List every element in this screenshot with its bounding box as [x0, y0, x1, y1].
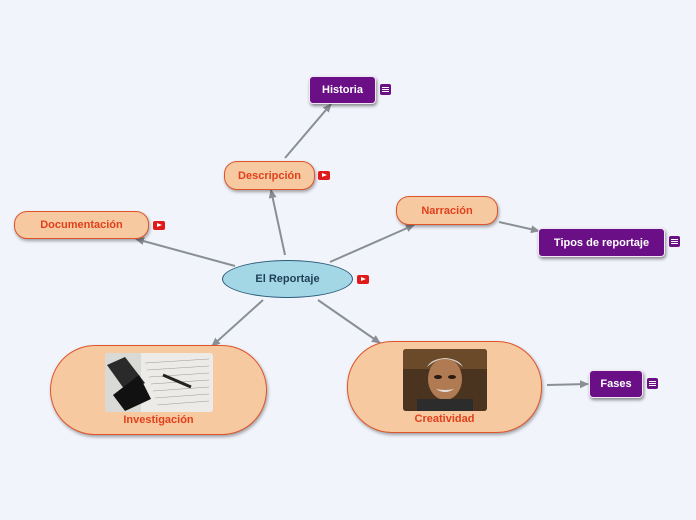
topic-descripcion[interactable]: Descripción [224, 161, 315, 190]
topic-documentacion[interactable]: Documentación [14, 211, 149, 239]
link-narracion-tipos [498, 221, 540, 234]
topic-fases[interactable]: Fases [589, 370, 643, 398]
link-central-creatividad [317, 299, 381, 344]
youtube-icon[interactable] [357, 275, 369, 284]
link-central-narracion [329, 224, 415, 263]
topic-descripcion-label: Descripción [238, 169, 301, 182]
topic-creatividad[interactable]: Creatividad [347, 341, 542, 433]
topic-investigacion[interactable]: Investigación [50, 345, 267, 435]
link-central-descripcion [268, 189, 286, 256]
topic-tipos-de-reportaje[interactable]: Tipos de reportaje [538, 228, 665, 257]
topic-historia-label: Historia [322, 84, 363, 96]
link-central-documentacion [135, 237, 236, 267]
topic-historia[interactable]: Historia [309, 76, 376, 104]
topic-documentacion-label: Documentación [40, 219, 123, 231]
topic-fases-label: Fases [600, 378, 632, 390]
note-icon[interactable] [647, 378, 658, 389]
topic-narracion[interactable]: Narración [396, 196, 498, 225]
link-central-investigacion [211, 299, 264, 347]
topic-tipos-label: Tipos de reportaje [553, 236, 650, 249]
topic-investigacion-label: Investigación [123, 414, 194, 426]
youtube-icon[interactable] [153, 221, 165, 230]
note-icon[interactable] [669, 236, 680, 247]
central-topic-el-reportaje[interactable]: El Reportaje [222, 260, 353, 298]
link-descripcion-historia [284, 103, 332, 159]
topic-narracion-label: Narración [421, 204, 473, 217]
link-creatividad-fases [546, 380, 589, 389]
youtube-icon[interactable] [318, 171, 330, 180]
central-topic-label: El Reportaje [255, 273, 320, 285]
topic-creatividad-label: Creatividad [414, 413, 475, 425]
note-icon[interactable] [380, 84, 391, 95]
creatividad-portrait-image [402, 349, 487, 411]
investigacion-image [104, 353, 213, 412]
